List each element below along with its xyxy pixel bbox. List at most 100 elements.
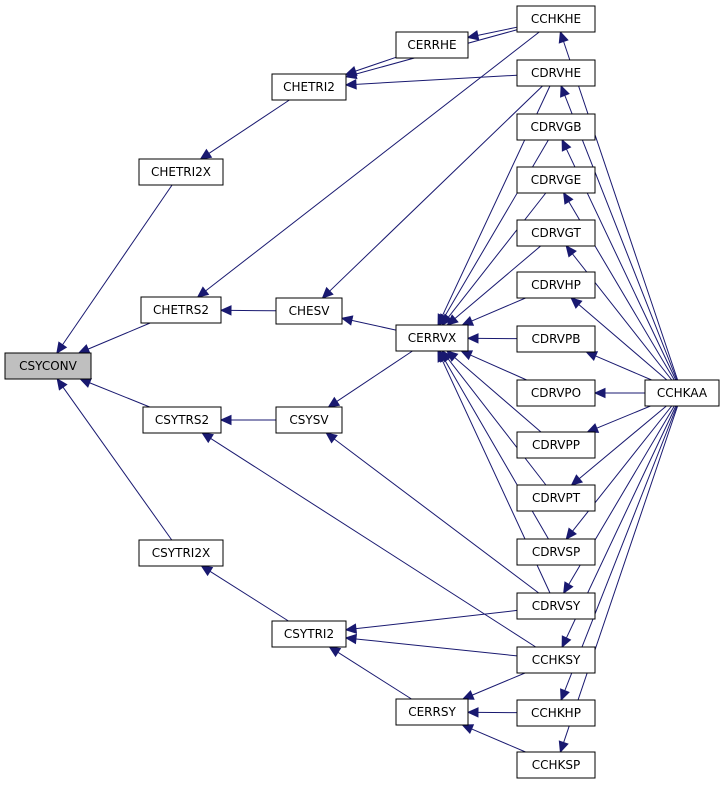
- edge-cchkaa-to-cchkhe: [558, 30, 679, 381]
- edge-cerrsy-to-csytri2: [328, 646, 412, 700]
- node-chesv[interactable]: CHESV: [275, 297, 343, 325]
- edge-line: [208, 99, 290, 154]
- node-cdrvhp[interactable]: CDRVHP: [516, 271, 596, 299]
- node-cdrvpo[interactable]: CDRVPO: [516, 379, 596, 407]
- node-cdrvsp[interactable]: CDRVSP: [516, 538, 596, 566]
- node-csytrs2[interactable]: CSYTRS2: [142, 406, 222, 434]
- edge-cchksy-to-csytri2: [344, 633, 518, 657]
- node-label: CERRHE: [407, 38, 456, 52]
- edge-line: [454, 357, 542, 433]
- node-label: CHETRI2: [283, 80, 335, 94]
- edge-cchkaa-to-cdrvhp: [570, 297, 668, 381]
- edge-cchksy-to-cerrsy: [461, 672, 526, 700]
- node-chetri2x[interactable]: CHETRI2X: [138, 158, 224, 186]
- edge-line: [471, 728, 526, 753]
- node-box: [395, 324, 469, 352]
- node-label: CSYTRI2: [284, 627, 334, 641]
- edge-cdrvpb-to-cerrvx: [466, 333, 518, 344]
- node-label: CHETRS2: [153, 303, 209, 317]
- node-box: [516, 538, 596, 566]
- arrowhead-icon: [561, 138, 572, 152]
- arrowhead-icon: [586, 423, 600, 433]
- node-label: CSYCONV: [19, 359, 77, 373]
- node-label: CCHKAA: [657, 386, 708, 400]
- edge-cchksy-to-csytrs2: [201, 432, 537, 648]
- node-cerrvx[interactable]: CERRVX: [395, 324, 469, 352]
- node-chetri2[interactable]: CHETRI2: [271, 73, 347, 101]
- node-cdrvpp[interactable]: CDRVPP: [516, 431, 596, 459]
- node-cchksy[interactable]: CCHKSY: [516, 646, 596, 674]
- node-label: CDRVGB: [530, 120, 581, 134]
- node-cdrvpt[interactable]: CDRVPT: [516, 484, 596, 512]
- arrowhead-icon: [461, 724, 475, 734]
- edge-cdrvhp-to-cerrvx: [461, 297, 526, 326]
- node-box: [142, 406, 222, 434]
- edge-line: [87, 322, 151, 350]
- node-cdrvsy[interactable]: CDRVSY: [516, 592, 596, 620]
- node-cchkhe[interactable]: CCHKHE: [516, 5, 596, 33]
- node-label: CCHKHP: [531, 706, 581, 720]
- node-label: CERRVX: [408, 331, 456, 345]
- node-box: [516, 219, 596, 247]
- node-cerrsy[interactable]: CERRSY: [395, 698, 469, 726]
- arrowhead-icon: [565, 527, 577, 540]
- node-csytri2x[interactable]: CSYTRI2X: [138, 539, 224, 567]
- arrowhead-icon: [561, 635, 572, 649]
- edge-chesv-to-chetrs2: [219, 305, 277, 316]
- node-cdrvgt[interactable]: CDRVGT: [516, 219, 596, 247]
- node-label: CSYTRI2X: [152, 546, 210, 560]
- node-cdrvge[interactable]: CDRVGE: [516, 166, 596, 194]
- edge-line: [355, 609, 518, 630]
- node-label: CHETRI2X: [151, 165, 211, 179]
- arrowhead-icon: [466, 333, 479, 344]
- node-cdrvpb[interactable]: CDRVPB: [516, 325, 596, 353]
- node-label: CDRVSP: [532, 545, 580, 559]
- edge-line: [578, 405, 667, 479]
- arrowhead-icon: [437, 349, 448, 363]
- arrowhead-icon: [219, 305, 232, 316]
- node-box: [138, 539, 224, 567]
- edge-csytrs2-to-csyconv: [79, 378, 150, 408]
- edge-line: [595, 355, 652, 381]
- node-cerrhe[interactable]: CERRHE: [395, 31, 469, 59]
- edge-cdrvgt-to-cerrvx: [446, 245, 541, 326]
- edges-layer: [56, 26, 679, 754]
- node-box: [4, 352, 92, 380]
- node-cdrvgb[interactable]: CDRVGB: [516, 113, 596, 141]
- node-chetrs2[interactable]: CHETRS2: [140, 296, 222, 324]
- edge-line: [336, 350, 413, 402]
- node-box: [516, 751, 596, 779]
- arrowhead-icon: [563, 191, 574, 205]
- node-label: CDRVSY: [532, 599, 581, 613]
- edge-cdrvpo-to-cerrvx: [460, 350, 527, 381]
- node-cchksp[interactable]: CCHKSP: [516, 751, 596, 779]
- edge-cchkhp-to-cerrsy: [466, 707, 518, 718]
- edge-csytri2x-to-csyconv: [56, 378, 173, 541]
- edge-csysv-to-csytrs2: [219, 414, 276, 426]
- node-box: [516, 646, 596, 674]
- node-cchkhp[interactable]: CCHKHP: [516, 699, 596, 727]
- edge-line: [477, 26, 518, 36]
- node-label: CCHKSY: [532, 653, 581, 667]
- edge-line: [472, 672, 526, 696]
- edge-cdrvge-to-cerrvx: [441, 192, 547, 326]
- edge-line: [454, 245, 541, 319]
- node-box: [275, 297, 343, 325]
- node-cdrvhe[interactable]: CDRVHE: [516, 59, 596, 87]
- edge-line: [333, 438, 540, 594]
- edge-line: [205, 31, 540, 292]
- node-label: CSYTRS2: [155, 413, 209, 427]
- node-label: CSYSV: [289, 413, 329, 427]
- node-csytri2[interactable]: CSYTRI2: [271, 620, 347, 648]
- edge-line: [471, 297, 526, 322]
- node-csysv[interactable]: CSYSV: [275, 406, 343, 434]
- edge-line: [355, 56, 397, 72]
- edge-chetri2x-to-csyconv: [56, 184, 173, 355]
- node-cchkaa[interactable]: CCHKAA: [644, 379, 720, 407]
- edge-cerrvx-to-csysv: [327, 350, 413, 408]
- edge-cdrvsy-to-csysv: [325, 432, 540, 594]
- arrowhead-icon: [327, 396, 341, 408]
- node-box: [516, 166, 596, 194]
